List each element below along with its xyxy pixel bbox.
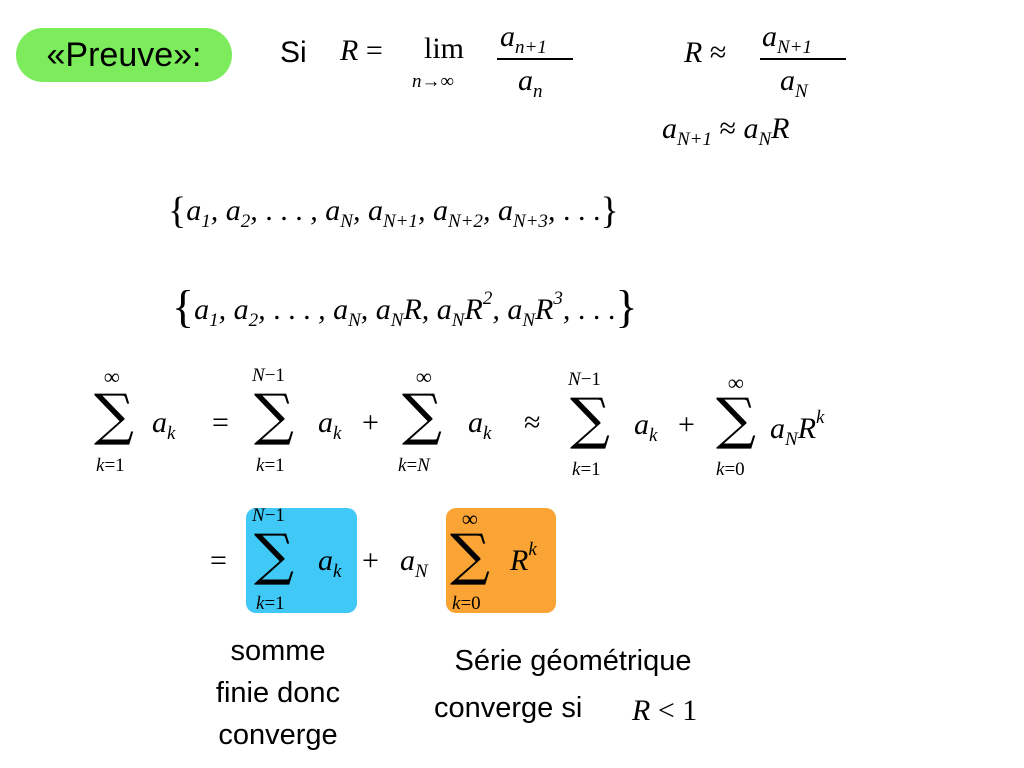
geometric-series-highlight xyxy=(446,508,556,613)
convergence-condition: R < 1 xyxy=(632,694,698,727)
preuve-badge: «Preuve»: xyxy=(16,28,232,82)
preuve-label: «Preuve»: xyxy=(46,35,202,74)
finite-note-line-2: finie donc xyxy=(215,677,341,710)
sequence-approximated: {a1, a2, . . . , aN, aNR, aNR2, aNR3, . … xyxy=(172,281,638,332)
finite-note-line-3: converge xyxy=(218,719,338,752)
term-approximation: aN+1 ≈ aNR xyxy=(662,112,790,150)
finite-note-line-1: somme xyxy=(230,635,326,667)
geo-note-line-2: converge si xyxy=(434,692,583,724)
finite-sum-note: somme finie donc converge xyxy=(188,630,368,756)
finite-sum-highlight xyxy=(246,508,357,613)
si-label: Si xyxy=(280,36,307,69)
geo-note-line-1: Série géométrique xyxy=(454,645,692,677)
geometric-note: Série géométrique xyxy=(418,640,728,682)
sequence-original: {a1, a2, . . . , aN, aN+1, aN+2, aN+3, .… xyxy=(168,190,619,232)
